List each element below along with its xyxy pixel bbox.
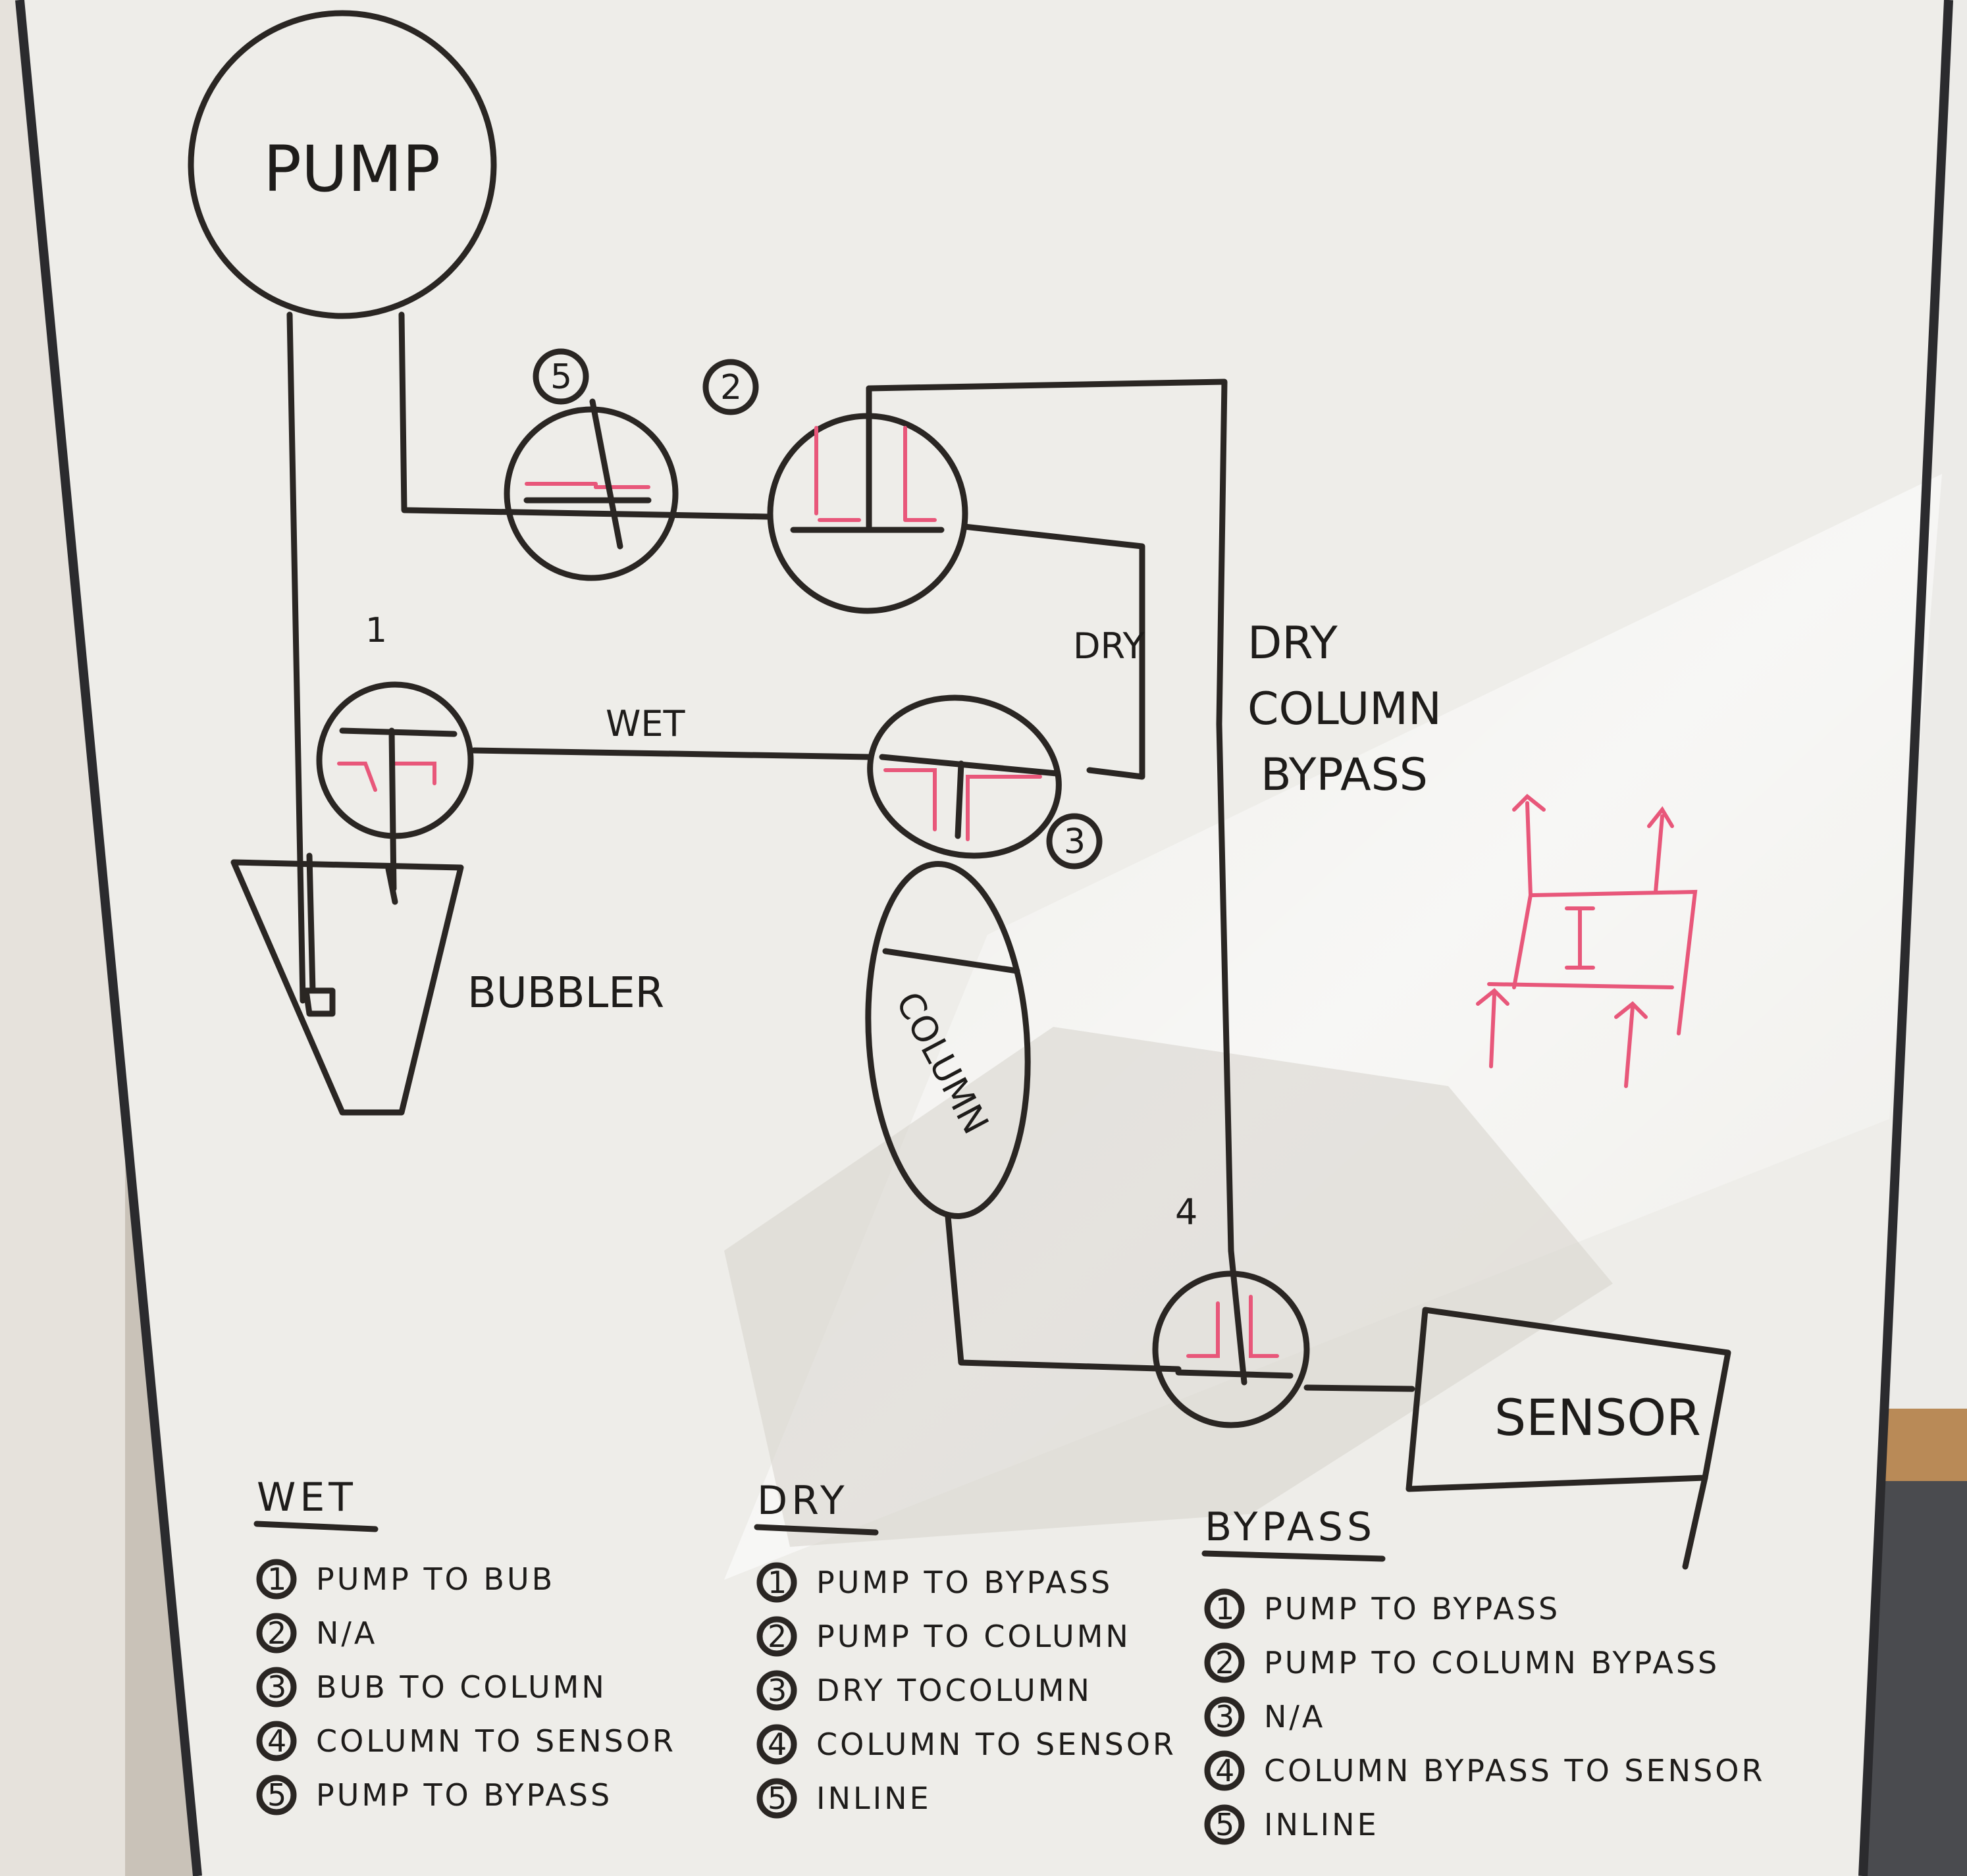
legend-item-text: PUMP TO BYPASS xyxy=(816,1565,1113,1600)
bubbler-label: BUBBLER xyxy=(467,969,664,1018)
valve-1-number: 1 xyxy=(365,611,387,650)
legend-item-text: N/A xyxy=(316,1615,377,1651)
legend-number-circle xyxy=(1204,1804,1245,1845)
legend-number-circle xyxy=(1204,1696,1245,1737)
legend-item-text: PUMP TO BUB xyxy=(316,1561,555,1597)
valve-5-number-circle xyxy=(533,348,589,405)
pipe-dry-column-bypass xyxy=(866,378,1234,1254)
valve-3 xyxy=(867,694,1062,859)
legend-heading-wet: WET xyxy=(257,1474,357,1521)
legend-number-circle xyxy=(256,1613,297,1654)
valve-3-number-circle xyxy=(1046,813,1103,870)
valve-5-number: 5 xyxy=(550,357,572,397)
pump-circle xyxy=(188,10,497,319)
valve-3-number: 3 xyxy=(1064,822,1086,862)
legend-number-circle xyxy=(256,1775,297,1815)
valve-2-number: 2 xyxy=(720,368,742,407)
legend-number-circle xyxy=(1204,1588,1245,1629)
pump-label: PUMP xyxy=(263,132,440,206)
legend-item-text: COLUMN TO SENSOR xyxy=(316,1723,676,1759)
legend-number: 5 xyxy=(768,1781,789,1816)
legend-item-text: BUB TO COLUMN xyxy=(316,1669,607,1705)
legend-item-text: COLUMN BYPASS TO SENSOR xyxy=(1264,1753,1765,1788)
legend-number: 4 xyxy=(1215,1753,1237,1788)
dry-label: DRY xyxy=(1073,625,1145,667)
legend-number-circle xyxy=(756,1724,797,1765)
legend-number-circle xyxy=(756,1562,797,1603)
dry-column-bypass-label-3: BYPASS xyxy=(1261,749,1428,801)
legend-item-text: PUMP TO COLUMN BYPASS xyxy=(1264,1645,1719,1681)
legend-number-circle xyxy=(756,1778,797,1819)
legend-number: 3 xyxy=(768,1673,789,1708)
legend-item-text: PUMP TO BYPASS xyxy=(1264,1591,1560,1627)
legend-number: 3 xyxy=(267,1669,289,1705)
legend-number-circle xyxy=(1204,1642,1245,1683)
legend-number-circle xyxy=(756,1670,797,1711)
board-frame-right xyxy=(1858,0,1953,1876)
pipe-column-to-valve4 xyxy=(945,1213,1182,1372)
legend-item-text: PUMP TO BYPASS xyxy=(316,1777,612,1813)
pipe-pump-to-bubbler xyxy=(286,311,306,1004)
legend-number: 4 xyxy=(267,1723,289,1759)
legend-number: 4 xyxy=(768,1727,789,1762)
wet-label: WET xyxy=(606,703,686,744)
legend-heading-underline xyxy=(754,1524,879,1536)
legend-item-text: INLINE xyxy=(816,1781,931,1816)
valve-4-number: 4 xyxy=(1175,1191,1197,1233)
legend-heading-underline xyxy=(1201,1550,1386,1562)
legend-number-circle xyxy=(1204,1750,1245,1791)
legend-number-circle xyxy=(256,1559,297,1600)
dry-column-bypass-label-2: COLUMN xyxy=(1247,683,1442,735)
legend-number: 5 xyxy=(1215,1807,1237,1842)
pink-valve-sketch xyxy=(1476,793,1698,1088)
valve-2-number-circle xyxy=(702,359,759,415)
legend-heading-dry: DRY xyxy=(757,1478,849,1524)
legend-number: 3 xyxy=(1215,1699,1237,1734)
board-frame-left xyxy=(15,0,202,1876)
board-surface xyxy=(20,0,1949,1876)
pipe-pump-to-valve5 xyxy=(398,311,772,520)
legend-heading-underline xyxy=(253,1521,379,1532)
legend-number: 5 xyxy=(267,1777,289,1813)
legend-number: 1 xyxy=(267,1561,289,1597)
legend-number: 2 xyxy=(768,1619,789,1654)
dry-column-bypass-label-1: DRY xyxy=(1247,617,1338,669)
legend-number-circle xyxy=(256,1721,297,1761)
legend-number: 2 xyxy=(267,1615,289,1651)
shadow xyxy=(724,1027,1613,1547)
legend-number: 2 xyxy=(1215,1645,1237,1681)
legend-item-text: DRY TOCOLUMN xyxy=(816,1673,1092,1708)
legend-number: 1 xyxy=(768,1565,789,1600)
bubbler-shape xyxy=(230,859,464,1116)
pipe-valve4-to-sensor xyxy=(1303,1384,1415,1392)
sensor-label: SENSOR xyxy=(1494,1388,1701,1447)
legend-item-text: N/A xyxy=(1264,1699,1325,1734)
legend-number-circle xyxy=(256,1667,297,1707)
legend-heading-bypass: BYPASS xyxy=(1205,1504,1376,1550)
legend-item-text: INLINE xyxy=(1264,1807,1379,1842)
legend-item-text: PUMP TO COLUMN xyxy=(816,1619,1131,1654)
pipe-wet xyxy=(471,747,872,760)
legend-item-text: COLUMN TO SENSOR xyxy=(816,1727,1176,1762)
pipe-dry xyxy=(961,523,1145,780)
legend-number-circle xyxy=(756,1616,797,1657)
column-shape xyxy=(865,861,1031,1219)
legend-number: 1 xyxy=(1215,1591,1237,1627)
